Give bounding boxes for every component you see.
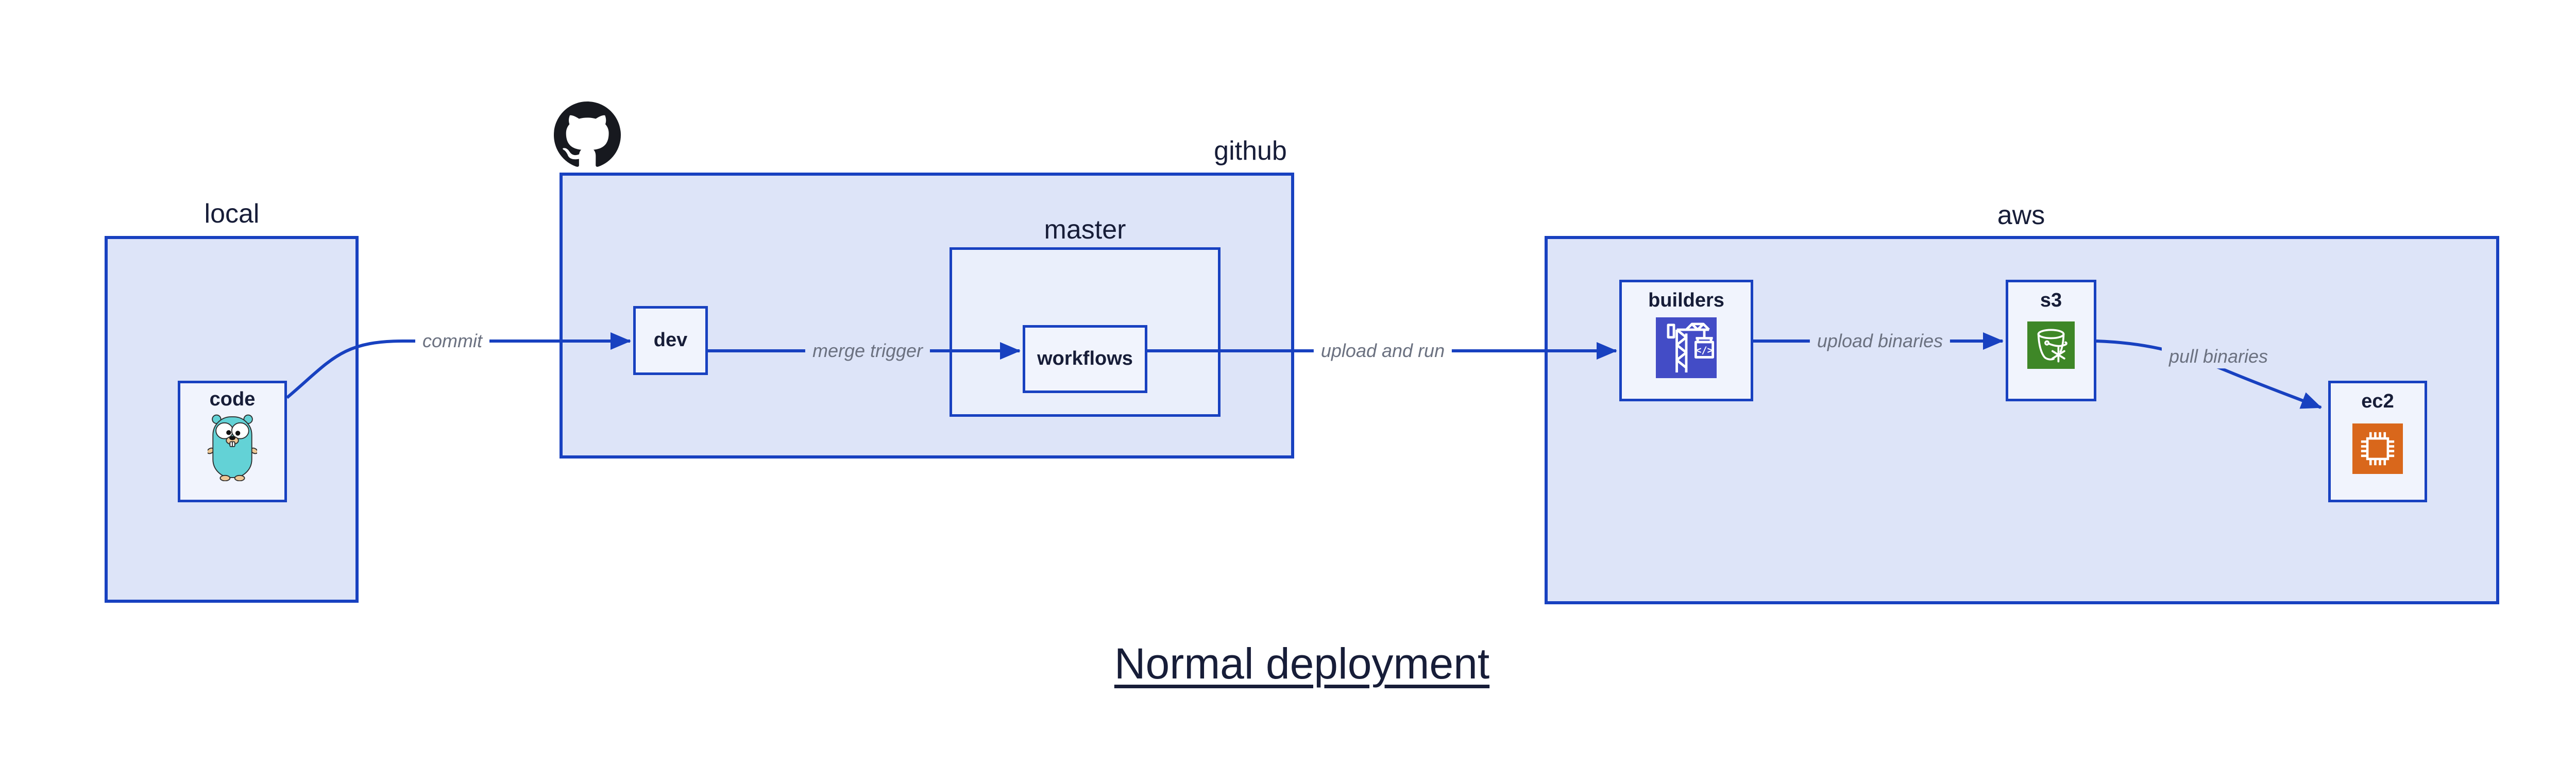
local-group-label: local <box>204 199 260 229</box>
master-group-label: master <box>1044 215 1126 245</box>
edge-merge-trigger-label: merge trigger <box>805 339 930 363</box>
go-gopher-icon <box>208 413 257 481</box>
code-node: code <box>178 381 287 502</box>
github-group-label: github <box>1214 136 1287 166</box>
dev-node: dev <box>633 306 708 375</box>
codebuild-crane-icon: </> <box>1656 317 1717 378</box>
edge-commit-label: commit <box>415 329 489 353</box>
workflows-node: workflows <box>1023 325 1147 393</box>
diagram-title: Normal deployment <box>1114 639 1490 688</box>
s3-glacier-bucket-icon <box>2027 321 2075 369</box>
edge-upload-and-run-label: upload and run <box>1313 339 1452 363</box>
edge-upload-binaries-label: upload binaries <box>1809 329 1951 353</box>
edge-pull-binaries-label: pull binaries <box>2161 345 2276 368</box>
github-octocat-icon <box>554 101 621 171</box>
s3-node-label: s3 <box>2040 290 2062 311</box>
builders-node-label: builders <box>1648 290 1724 311</box>
ec2-chip-icon <box>2352 423 2403 474</box>
aws-group-label: aws <box>1997 200 2045 230</box>
code-node-label: code <box>209 388 256 410</box>
ec2-node: ec2 <box>2328 381 2427 502</box>
svg-text:</>: </> <box>1696 345 1713 356</box>
s3-node: s3 <box>2006 280 2096 401</box>
builders-node: builders </> <box>1619 280 1753 401</box>
workflows-node-label: workflows <box>1037 348 1133 370</box>
dev-node-label: dev <box>653 329 688 351</box>
ec2-node-label: ec2 <box>2361 390 2394 412</box>
